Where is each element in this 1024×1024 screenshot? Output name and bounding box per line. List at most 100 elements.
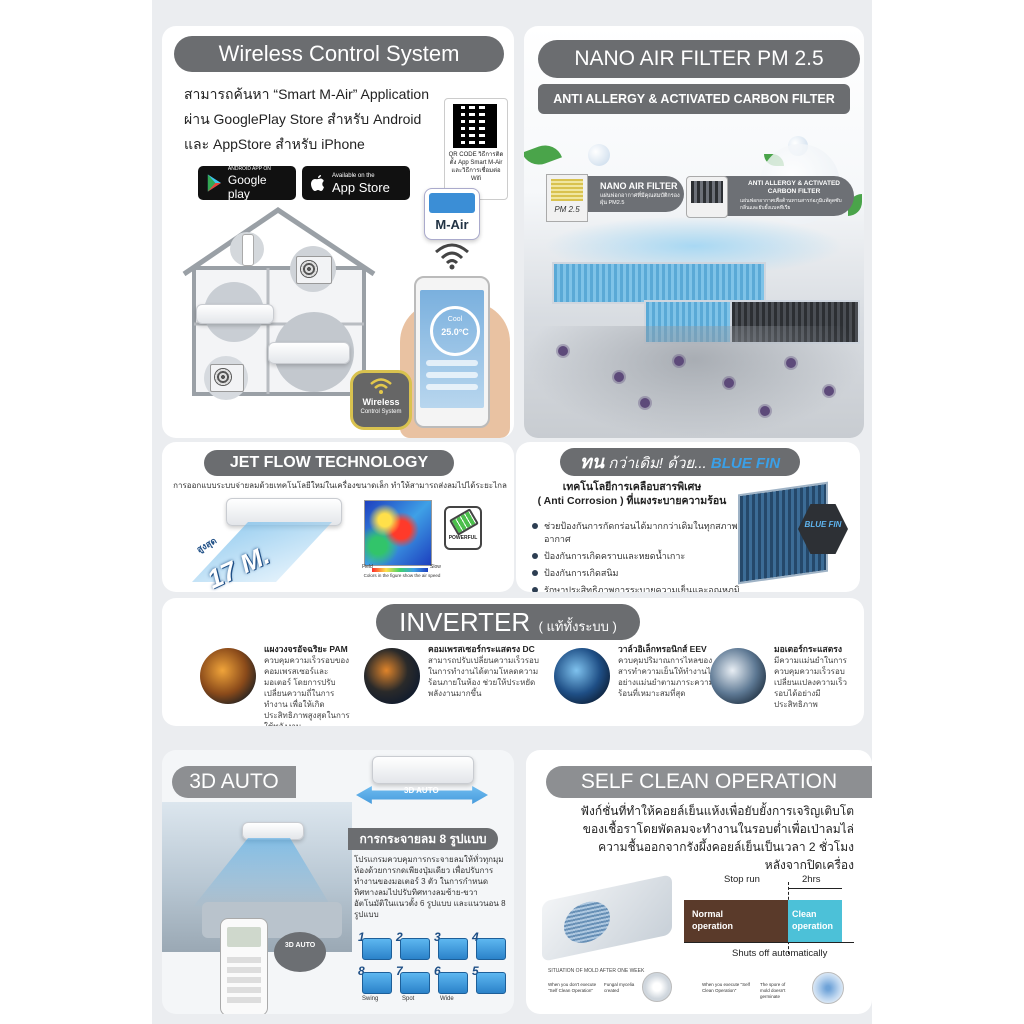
jetflow-legend-left: Field [362,564,373,570]
jetflow-indoor-unit [226,498,342,526]
jetflow-description: การออกแบบระบบจ่ายลมด้วยเทคโนโลยีใหม่ในเค… [173,481,507,490]
inverter-title: INVERTER ( แท้ทั้งระบบ ) [376,604,640,640]
germ [614,372,624,382]
qr-code [453,104,497,148]
step-tile [438,938,468,960]
wireless-description: สามารถค้นหา “Smart M-Air” Application ผ่… [184,82,454,157]
bluefin-title-brand: BLUE FIN [710,455,781,472]
auto3d-pattern-text: โปรแกรมควบคุมการกระจายลมให้ทั่วทุกมุมห้อ… [354,855,506,919]
nano-filter-section: NANO AIR FILTER PM 2.5 ANTI ALLERGY & AC… [524,26,864,438]
bluefin-title-rest: กว่าเดิม! ด้วย... [608,455,707,472]
pam-circuit-image [200,648,256,704]
inverter-item-compressor: คอมเพรสเซอร์กระแสตรง DC สามารถปรับเปลี่ย… [428,644,546,699]
selfclean-coil [564,897,610,948]
pm25-label: PM 2.5 [554,205,580,214]
timing-baseline [684,942,854,943]
indoor-unit-1 [196,304,274,324]
google-play-icon [207,174,222,192]
auto3d-remote-button: 3D AUTO [274,932,326,972]
bluefin-bullet: ป้องกันการเกิดคราบและหยดน้ำเกาะ [532,550,752,563]
selfclean-line-3: ความชื้นออกจากรังผึ้งคอยล์เย็นเป็นเวลา 2… [598,840,854,854]
inverter-item-motor: มอเตอร์กระแสตรง มีความแม่นยำในการควบคุมค… [774,644,858,710]
step-tile [362,972,392,994]
auto3d-arrow-label: 3D AUTO [404,786,439,795]
carbon-tag [686,176,728,218]
shuts-off-label: Shuts off automatically [732,948,828,959]
inverter-item-text: สามารถปรับเปลี่ยนความเร็วรอบในการทำงานได… [428,656,539,698]
outdoor-unit-2 [210,364,244,392]
leaf-1 [524,140,562,170]
bluefin-bullets: ช่วยป้องกันการกัดกร่อนได้มากกว่าเดิมในทุ… [532,520,752,592]
selfclean-line-2: ของเชื้อราโดยพัดลมจะทำงานในรอบต่ำเพื่อเป… [582,822,854,836]
no-selfclean-note: When you don't execute "Self Clean Opera… [548,982,597,993]
wifi-badge-icon [370,378,392,394]
wireless-badge: Wireless Control System [350,370,412,430]
step-tile [400,938,430,960]
inverter-section: INVERTER ( แท้ทั้งระบบ ) แผงวงจรอัจฉริยะ… [162,598,864,726]
mold-sample-1 [642,972,672,1002]
step-number: 3 [434,930,441,944]
auto3d-room-airflow [192,838,332,908]
dc-compressor-image [364,648,420,704]
nano-filter-label-title: NANO AIR FILTER [600,181,678,191]
auto3d-indoor-unit-top [372,756,474,784]
powerful-label: POWERFUL [448,535,478,541]
m-air-label: M-Air [435,217,469,232]
clean-operation-label: Clean operation [792,909,834,931]
jetflow-section: JET FLOW TECHNOLOGY การออกแบบระบบจ่ายลมด… [162,442,514,592]
step-tile [476,972,506,994]
step-label-spot: Spot [402,996,415,1002]
phone-mode: Cool [447,316,463,323]
qr-caption: QR CODE วิธีการติดตั้ง App Smart M-Air แ… [448,152,504,182]
wireless-title: Wireless Control System [174,36,504,72]
nano-title: NANO AIR FILTER PM 2.5 [538,40,860,78]
google-play-button[interactable]: ANDROID APP ON Google play [198,165,296,201]
pm25-tag: PM 2.5 [546,174,588,222]
germ [674,356,684,366]
step-number: 1 [358,930,365,944]
phone-temp: 25.0°C [441,327,469,337]
wireless-line-2: ผ่าน GooglePlay Store สำหรับ Android [184,111,422,127]
google-play-label: Google play [227,172,267,201]
bluefin-heading: เทคโนโลยีการเคลือบสารพิเศษ ( Anti Corros… [522,480,742,508]
wireless-badge-line1: Wireless [362,397,400,407]
remote [242,234,254,266]
selfclean-result: The spore of mold doesn't germinate [760,982,786,999]
qr-code-box: QR CODE วิธีการติดตั้ง App Smart M-Air แ… [444,98,508,200]
bluefin-section: ทน กว่าเดิม! ด้วย... BLUE FIN เทคโนโลยีก… [516,442,860,592]
indoor-unit-2 [268,342,350,364]
dust-cloud [524,326,864,438]
m-air-app-icon: M-Air [424,188,480,240]
bluefin-title: ทน กว่าเดิม! ด้วย... BLUE FIN [560,448,800,476]
normal-operation-label: Normal operation [692,909,734,931]
google-play-small: ANDROID APP ON [227,165,271,172]
selfclean-section: SELF CLEAN OPERATION ฟังก์ชั่นที่ทำให้คอ… [526,750,872,1014]
jetflow-legend-right: Slow [430,564,441,570]
bluefin-heading-1: เทคโนโลยีการเคลือบสารพิเศษ [562,481,702,493]
wireless-line-3: และ AppStore สำหรับ iPhone [184,136,365,152]
battery-icon [449,508,479,536]
bluefin-bullet: ป้องกันการเกิดสนิม [532,567,752,580]
app-store-button[interactable]: Available on the App Store [302,166,410,200]
app-store-label: App Store [332,179,390,195]
germ [786,358,796,368]
bluefin-bullet: รักษาประสิทธิภาพการระบายความเย็นและอุณหภ… [532,584,752,592]
wifi-icon [435,243,469,270]
step-number: 4 [472,930,479,944]
step-number: 5 [472,964,479,978]
selfclean-note: When you execute "Self Clean Operation" [702,982,750,993]
jetflow-distance-prefix: สูงสุด [194,535,219,555]
wireless-line-1: สามารถค้นหา “Smart M-Air” Application [184,86,429,102]
nano-filter-panel [552,262,766,304]
mold-caption: SITUATION OF MOLD AFTER ONE WEEK [548,968,645,974]
inverter-title-main: INVERTER [399,607,531,637]
inverter-item-text: มีความแม่นยำในการควบคุมความเร็วรอบ เปลี่… [774,656,848,709]
jetflow-title: JET FLOW TECHNOLOGY [204,450,454,476]
phone-dial: Cool 25.0°C [430,306,480,356]
selfclean-description: ฟังก์ชั่นที่ทำให้คอยล์เย็นแห้งเพื่อยับยั… [540,802,854,874]
step-number: 6 [434,964,441,978]
inverter-item-title: วาล์วอิเล็กทรอนิกส์ EEV [618,644,707,654]
inverter-title-sub: ( แท้ทั้งระบบ ) [538,619,617,634]
auto3d-arrow [356,786,488,804]
germ [824,386,834,396]
